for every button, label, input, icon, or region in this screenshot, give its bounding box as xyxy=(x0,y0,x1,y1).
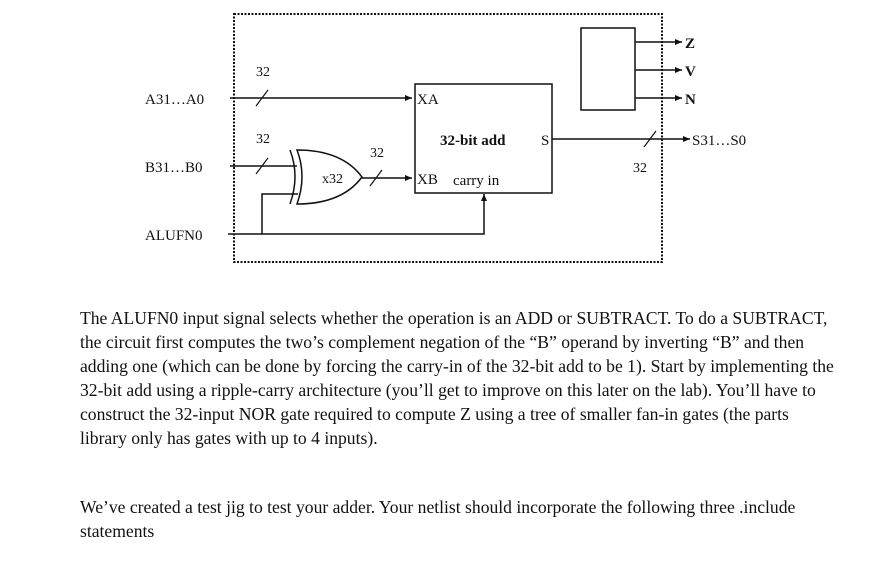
a-width-label: 32 xyxy=(256,65,270,80)
adder-box: XA 32-bit add S XB carry in xyxy=(414,83,553,194)
flags-block: Z V N xyxy=(580,27,696,111)
b-input-label: B31…B0 xyxy=(145,160,203,176)
a-input: A31…A0 32 xyxy=(145,65,412,108)
adder-title: 32-bit add xyxy=(440,133,506,149)
adder-block-diagram: A31…A0 32 B31…B0 32 x32 ALUFN0 32 XA 32-… xyxy=(145,13,746,263)
xor-width-label: 32 xyxy=(370,146,384,161)
adder-s-port: S xyxy=(541,133,549,149)
flag-n-label: N xyxy=(685,92,696,108)
alufn-label: ALUFN0 xyxy=(145,228,203,244)
a-input-label: A31…A0 xyxy=(145,92,204,108)
sum-output-label: S31…S0 xyxy=(692,133,746,149)
b-input: B31…B0 32 xyxy=(145,132,297,176)
circuit-boundary xyxy=(233,13,663,263)
flag-v-label: V xyxy=(685,64,696,80)
sum-width-label: 32 xyxy=(633,161,647,176)
xor-gate-label: x32 xyxy=(322,172,343,187)
xor-output: 32 xyxy=(362,146,412,187)
adder-xb-port: XB xyxy=(417,172,438,188)
b-width-label: 32 xyxy=(256,132,270,147)
flag-z-label: Z xyxy=(685,36,695,52)
test-jig-paragraph: We’ve created a test jig to test your ad… xyxy=(80,497,796,541)
alufn-input: ALUFN0 xyxy=(145,193,487,244)
sum-output: 32 S31…S0 xyxy=(552,130,746,176)
xor-gate: x32 xyxy=(289,149,363,205)
adder-xa-port: XA xyxy=(417,92,439,108)
instruction-paragraph: The ALUFN0 input signal selects whether … xyxy=(80,308,834,448)
adder-carry-port: carry in xyxy=(453,173,500,189)
